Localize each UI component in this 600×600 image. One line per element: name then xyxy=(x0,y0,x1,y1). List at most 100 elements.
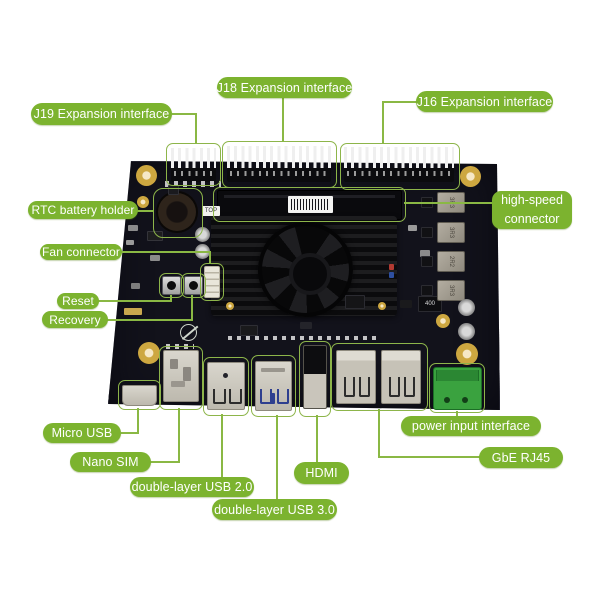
callout-line xyxy=(456,411,458,417)
pin-header-j19 xyxy=(171,148,216,182)
component xyxy=(421,227,433,238)
barcode-sticker xyxy=(288,196,333,213)
callout-line xyxy=(137,210,154,212)
component xyxy=(131,283,140,289)
callout-recovery: Recovery xyxy=(42,311,108,328)
callout-line xyxy=(170,295,172,302)
capacitor xyxy=(458,299,475,316)
pin-header-j18 xyxy=(227,146,331,182)
fan-connector xyxy=(204,266,220,298)
silkscreen-row xyxy=(165,181,221,187)
callout-reset: Reset xyxy=(57,293,99,309)
callout-line xyxy=(378,456,480,458)
callout-j19-expansion: J19 Expansion interface xyxy=(31,103,172,125)
region-outline-j18 xyxy=(222,141,337,188)
callout-line xyxy=(98,300,172,302)
component xyxy=(389,272,394,278)
region-outline-usb3 xyxy=(251,355,296,417)
region-outline-micro-usb xyxy=(118,380,161,410)
usb3-stack-port xyxy=(255,361,292,411)
callout-line xyxy=(150,461,180,463)
callout-line xyxy=(378,409,380,458)
component xyxy=(124,308,142,315)
callout-line xyxy=(316,415,318,463)
region-outline-hdmi xyxy=(299,341,331,417)
mounting-hole xyxy=(460,166,481,187)
heatsink-screw xyxy=(226,302,234,310)
callout-fan-connector: Fan connector xyxy=(40,244,122,260)
component xyxy=(408,225,417,231)
region-outline-rtc xyxy=(153,188,203,238)
callout-j18-expansion: J18 Expansion interface xyxy=(217,77,352,98)
callout-nano-sim: Nano SIM xyxy=(70,452,151,472)
region-outline-fan-connector xyxy=(200,263,224,301)
inductor-marking: 2R2 xyxy=(448,255,454,267)
callout-usb20: double-layer USB 2.0 xyxy=(130,477,254,497)
component xyxy=(240,325,258,336)
inductor-marking: 3R3 xyxy=(448,284,454,296)
component-400: 400 xyxy=(418,296,442,312)
region-outline-high-speed xyxy=(213,187,406,222)
callout-gbe-rj45: GbE RJ45 xyxy=(479,447,563,468)
region-outline-power xyxy=(429,363,485,413)
callout-high-speed: high-speed connector xyxy=(492,191,572,229)
callout-line xyxy=(382,101,417,103)
region-outline-rj45 xyxy=(331,343,428,411)
callout-line xyxy=(191,295,193,321)
usb2-stack-port xyxy=(207,362,245,410)
callout-line xyxy=(382,101,384,144)
inductor: 2R2 xyxy=(437,251,465,272)
component xyxy=(421,256,433,267)
rj45-jack xyxy=(336,350,376,404)
callout-line xyxy=(221,414,223,478)
callout-line xyxy=(209,251,211,264)
component xyxy=(128,225,138,231)
callout-hdmi: HDMI xyxy=(294,462,349,484)
region-outline-nano-sim xyxy=(159,346,203,410)
mounting-hole xyxy=(456,343,478,365)
callout-line xyxy=(137,408,139,434)
callout-micro-usb: Micro USB xyxy=(43,423,121,443)
callout-line xyxy=(178,408,180,463)
cooling-fan xyxy=(258,222,353,317)
callout-line xyxy=(107,319,193,321)
callout-rtc-battery: RTC battery holder xyxy=(28,201,138,219)
inductor: 3R3 xyxy=(437,222,465,243)
region-outline-recovery xyxy=(181,273,206,298)
component xyxy=(420,250,430,257)
nano-sim-slot xyxy=(163,350,199,402)
rtc-battery xyxy=(156,191,198,233)
region-outline-j19 xyxy=(166,143,221,186)
callout-line xyxy=(121,432,139,434)
callout-line xyxy=(172,113,197,115)
hdmi-port xyxy=(303,345,327,409)
component xyxy=(300,322,312,329)
inductor-marking: 3R3 xyxy=(448,226,454,238)
mounting-hole xyxy=(138,342,160,364)
pb-free-icon xyxy=(180,324,197,341)
component xyxy=(345,295,365,309)
mounting-hole xyxy=(136,165,157,186)
region-outline-j16 xyxy=(340,143,460,190)
callout-line xyxy=(282,97,284,142)
component xyxy=(389,264,394,270)
callout-j16-expansion: J16 Expansion interface xyxy=(416,91,553,112)
power-terminal-block xyxy=(433,367,482,410)
inductor: 3R3 xyxy=(437,280,465,301)
callout-usb30: double-layer USB 3.0 xyxy=(212,499,337,520)
pin-header-j16 xyxy=(344,147,454,182)
top-sticker: TOP xyxy=(202,206,220,216)
component xyxy=(126,240,134,245)
silkscreen-row xyxy=(228,336,378,340)
component xyxy=(421,285,433,296)
region-outline-usb2 xyxy=(203,357,249,416)
mounting-hole xyxy=(137,196,149,208)
callout-line xyxy=(195,113,197,144)
reset-button xyxy=(162,276,181,295)
heatsink-screw xyxy=(378,302,386,310)
capacitor xyxy=(458,323,475,340)
micro-usb-port xyxy=(122,385,157,406)
callout-line xyxy=(404,202,492,204)
mounting-hole xyxy=(436,314,450,328)
